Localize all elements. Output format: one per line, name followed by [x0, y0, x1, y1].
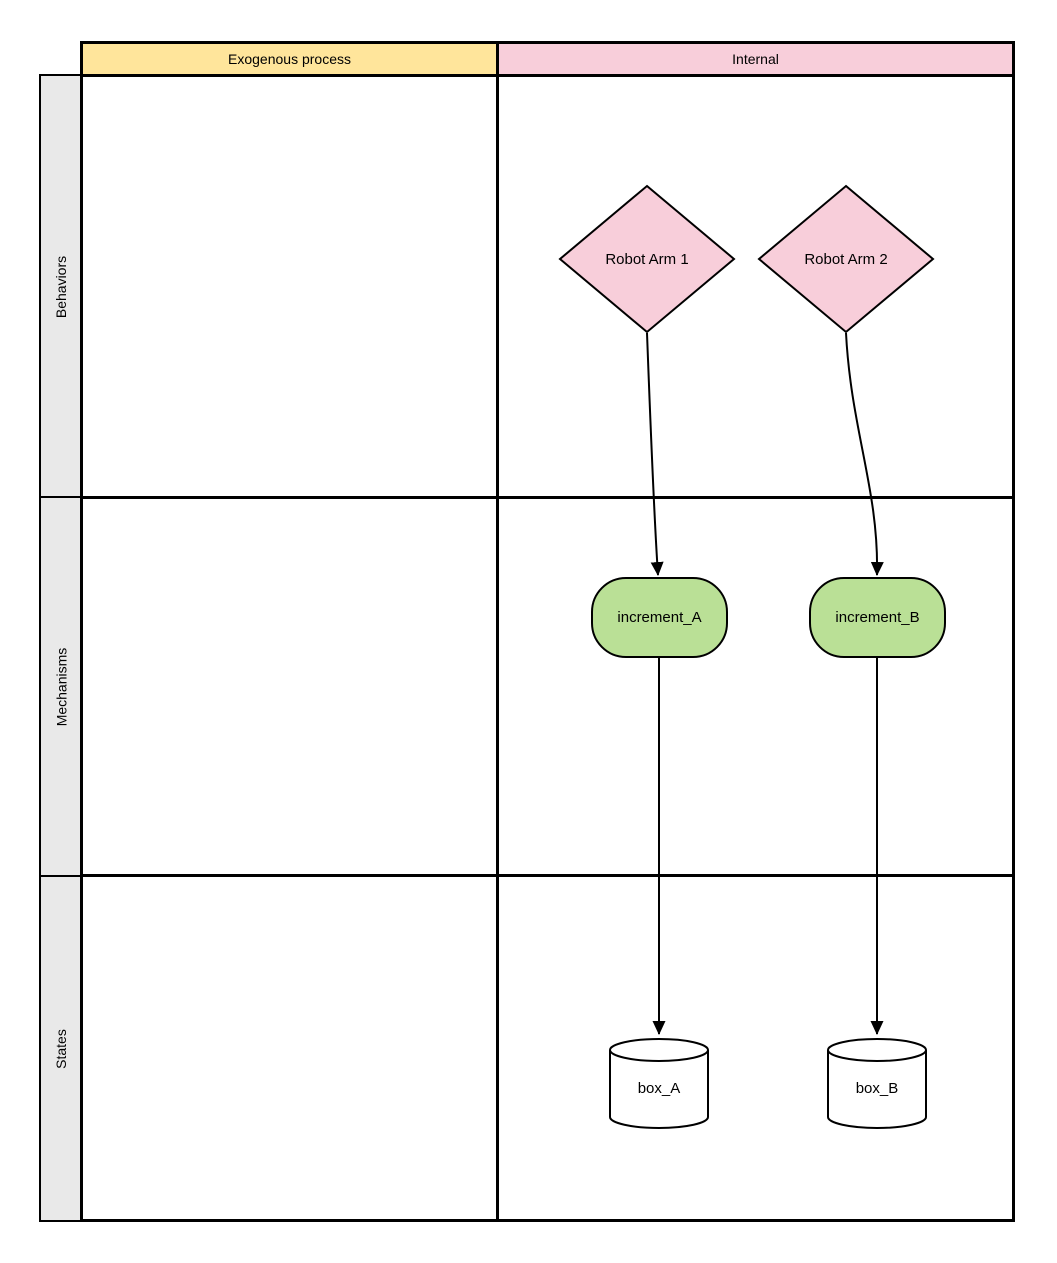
column-header-exogenous-process-label: Exogenous process: [228, 51, 351, 67]
node-robot-arm-2-diamond[interactable]: [757, 184, 935, 334]
node-box-a-cylinder[interactable]: [609, 1038, 709, 1129]
node-robot-arm-1-diamond[interactable]: [558, 184, 736, 334]
row-header-mechanisms[interactable]: Mechanisms: [39, 496, 83, 877]
grid-outline: [80, 74, 1015, 1222]
box-a-cylinder-top: [609, 1038, 709, 1062]
edge-robot-arm-1-to-increment-a[interactable]: [646, 332, 664, 576]
edge-robot-arm-2-to-increment-b[interactable]: [845, 332, 884, 576]
column-divider: [496, 74, 499, 1222]
column-header-internal-label: Internal: [732, 51, 779, 67]
box-a-cylinder-body: [609, 1050, 709, 1129]
node-increment-b-rect[interactable]: [809, 577, 946, 658]
box-b-cylinder-body: [827, 1050, 927, 1129]
node-box-b-cylinder[interactable]: [827, 1038, 927, 1129]
column-header-exogenous-process[interactable]: Exogenous process: [80, 41, 499, 77]
row-header-behaviors[interactable]: Behaviors: [39, 74, 83, 499]
box-b-cylinder-top: [827, 1038, 927, 1062]
row-divider-mechanisms-states: [80, 874, 1015, 877]
node-increment-a-rect[interactable]: [591, 577, 728, 658]
row-divider-behaviors-mechanisms: [80, 496, 1015, 499]
